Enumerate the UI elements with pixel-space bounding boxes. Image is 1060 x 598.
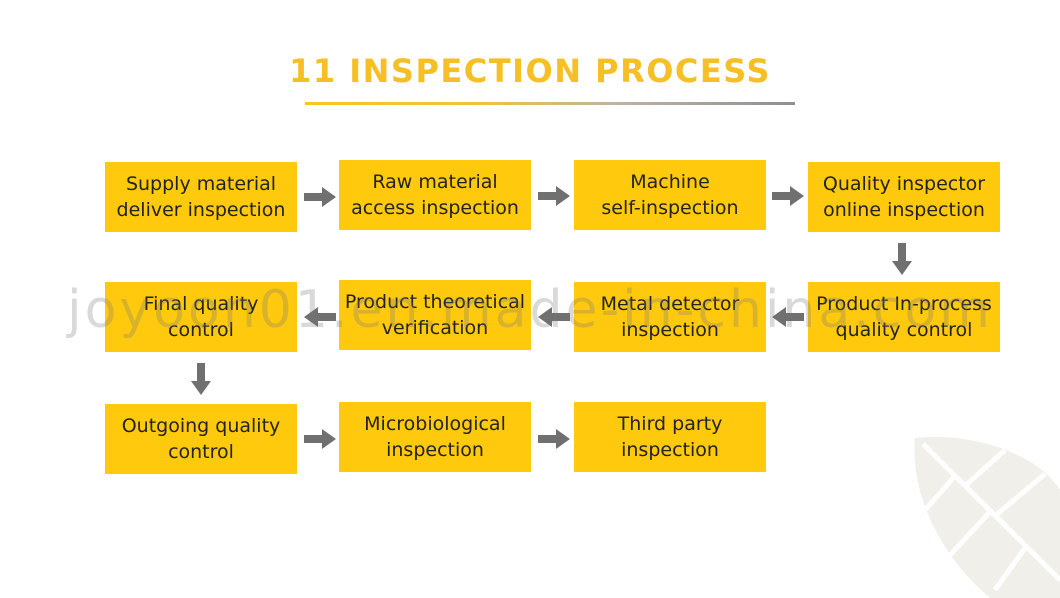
step-outgoing-quality: Outgoing quality control [105,404,297,474]
step-final-quality: Final quality control [105,282,297,352]
leaf-icon [914,436,1060,598]
arrow-right-icon [772,186,804,206]
step-metal-detector: Metal detector inspection [574,282,766,352]
step-quality-inspector: Quality inspector online inspection [808,162,1000,232]
arrow-down-icon [191,363,211,395]
title-underline [305,102,795,105]
step-third-party: Third party inspection [574,402,766,472]
step-machine-self-inspection: Machine self-inspection [574,160,766,230]
arrow-right-icon [304,187,336,207]
step-microbiological: Microbiological inspection [339,402,531,472]
arrow-right-icon [538,186,570,206]
step-supply-material: Supply material deliver inspection [105,162,297,232]
arrow-left-icon [304,307,336,327]
step-product-in-process: Product In-process quality control [808,282,1000,352]
arrow-left-icon [538,307,570,327]
page-title: 11 INSPECTION PROCESS [289,52,771,90]
arrow-down-icon [892,243,912,275]
arrow-right-icon [304,429,336,449]
arrow-left-icon [772,307,804,327]
arrow-right-icon [538,429,570,449]
step-product-theoretical: Product theoretical verification [339,280,531,350]
step-raw-material: Raw material access inspection [339,160,531,230]
